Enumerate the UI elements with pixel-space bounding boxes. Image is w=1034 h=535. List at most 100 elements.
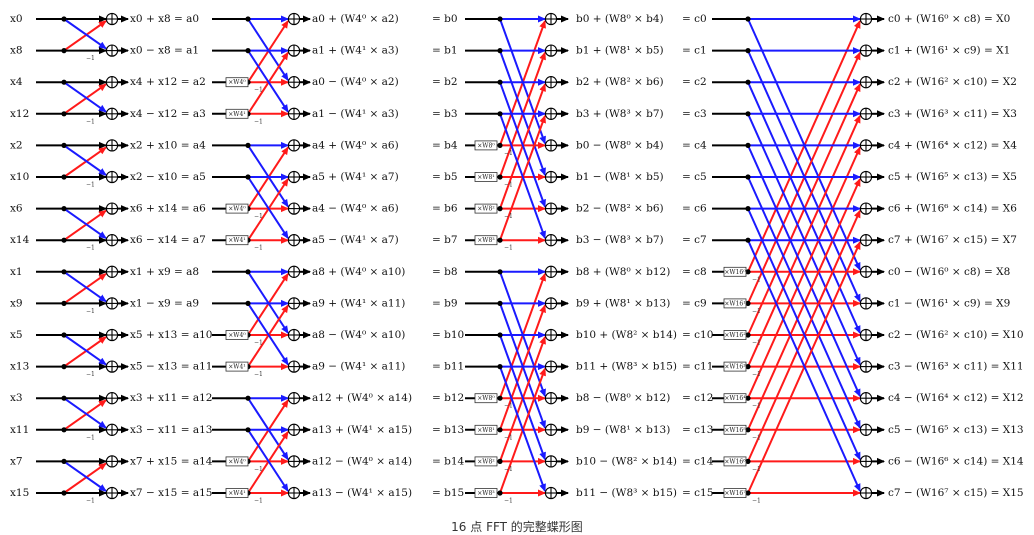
stage4-label-12: c4 − (W16⁴ × c12) = X12 bbox=[888, 392, 1024, 404]
input-label-13: x11 bbox=[10, 424, 29, 436]
stage4-neg-mark-5: −1 bbox=[752, 434, 761, 441]
stage1-neg-mark-1: −1 bbox=[86, 118, 95, 125]
stage1-label-4: x2 + x10 = a4 bbox=[130, 139, 206, 151]
stage2-node-12 bbox=[245, 395, 251, 401]
stage4-node-5 bbox=[745, 174, 751, 180]
stage4-node-11 bbox=[745, 364, 751, 370]
stage3-adder-8 bbox=[544, 265, 558, 278]
svg-text:×W4¹: ×W4¹ bbox=[228, 490, 245, 497]
stage3-adder-14 bbox=[544, 455, 558, 468]
stage4-neg-mark-7: −1 bbox=[752, 498, 761, 505]
stage1-wire-13-to-12 bbox=[63, 399, 107, 431]
stage1-node-9 bbox=[61, 300, 67, 306]
stage3-neg-mark-0: −1 bbox=[504, 150, 513, 157]
stage2-neg-mark-4: −1 bbox=[254, 340, 263, 347]
stage4-node-1 bbox=[745, 48, 751, 54]
stage3-adder-0 bbox=[544, 12, 558, 26]
svg-text:×W8¹: ×W8¹ bbox=[477, 174, 494, 181]
stage1-node-1 bbox=[61, 48, 67, 54]
stage2-label-7: a5 − (W4¹ × a7) bbox=[312, 234, 399, 246]
stage4-twiddle-14: ×W16⁶ bbox=[723, 456, 747, 467]
c-label-3: = c3 bbox=[682, 108, 707, 120]
stage4-adder-4 bbox=[859, 139, 873, 152]
stage1-wire-9-to-8 bbox=[63, 272, 107, 305]
stage4-neg-mark-3: −1 bbox=[752, 371, 761, 378]
stage3-label-7: b3 − (W8³ × b7) bbox=[576, 234, 664, 246]
stage1-adder-0 bbox=[105, 12, 119, 26]
stage3-twiddle-5: ×W8¹ bbox=[474, 172, 498, 182]
stage2-adder-0 bbox=[287, 12, 301, 26]
stage3-label-6: b2 − (W8² × b6) bbox=[576, 203, 664, 215]
stage2-twiddle-7: ×W4¹ bbox=[225, 235, 249, 246]
stage2-neg-mark-1: −1 bbox=[254, 118, 263, 125]
stage4-adder-9 bbox=[859, 297, 873, 310]
stage1-wire-1-to-0 bbox=[63, 20, 107, 52]
stage1-adder-5 bbox=[105, 170, 119, 184]
stage2-wire-3-to-1 bbox=[247, 51, 289, 115]
stage3-neg-mark-4: −1 bbox=[504, 403, 513, 410]
stage3-adder-6 bbox=[544, 202, 558, 215]
stage1-label-7: x6 − x14 = a7 bbox=[130, 234, 206, 246]
stage4-twiddle-9: ×W16¹ bbox=[723, 298, 747, 309]
stage1-label-11: x5 − x13 = a11 bbox=[130, 361, 212, 373]
stage2-wire-9-to-11 bbox=[247, 302, 289, 366]
input-label-0: x0 bbox=[10, 13, 23, 25]
svg-text:×W16²: ×W16² bbox=[724, 332, 746, 339]
svg-text:×W8³: ×W8³ bbox=[477, 490, 495, 497]
stage4-adder-8 bbox=[859, 265, 873, 278]
stage4-label-4: c4 + (W16⁴ × c12) = X4 bbox=[888, 139, 1017, 151]
stage1-wire-8-to-9 bbox=[63, 270, 107, 303]
svg-text:×W4¹: ×W4¹ bbox=[228, 111, 245, 118]
stage3-node-12 bbox=[497, 395, 503, 401]
stage1-label-12: x3 + x11 = a12 bbox=[130, 392, 212, 404]
stage1-adder-11 bbox=[105, 360, 119, 373]
stage1-node-15 bbox=[61, 490, 67, 496]
stage4-node-2 bbox=[745, 79, 751, 85]
svg-text:×W16⁰: ×W16⁰ bbox=[724, 269, 746, 276]
c-label-5: = c5 bbox=[682, 171, 707, 183]
svg-text:×W4¹: ×W4¹ bbox=[228, 364, 245, 371]
stage4-twiddle-8: ×W16⁰ bbox=[723, 266, 747, 277]
stage4-wire-5-to-13 bbox=[747, 176, 861, 429]
stage4-label-6: c6 + (W16⁶ × c14) = X6 bbox=[888, 203, 1017, 215]
svg-text:×W8⁰: ×W8⁰ bbox=[477, 395, 495, 402]
stage1-adder-8 bbox=[105, 265, 119, 278]
stage3-neg-mark-7: −1 bbox=[504, 498, 513, 505]
c-label-2: = c2 bbox=[682, 76, 707, 88]
stage1-node-10 bbox=[61, 332, 67, 338]
stage1-neg-mark-7: −1 bbox=[86, 498, 95, 505]
stage4-label-9: c1 − (W16¹ × c9) = X9 bbox=[888, 297, 1010, 309]
stage4-adder-13 bbox=[859, 423, 873, 436]
stage4-label-0: c0 + (W16⁰ × c8) = X0 bbox=[888, 13, 1010, 25]
stage2-neg-mark-6: −1 bbox=[254, 466, 263, 473]
stage2-adder-12 bbox=[287, 392, 301, 405]
stage4-adder-12 bbox=[859, 392, 873, 405]
input-label-2: x4 bbox=[10, 76, 23, 88]
c-label-14: = c14 bbox=[682, 455, 714, 467]
diagram-caption: 16 点 FFT 的完整蝶形图 bbox=[451, 520, 583, 534]
stage4-wire-7-to-15 bbox=[747, 239, 861, 492]
input-label-10: x5 bbox=[10, 329, 23, 341]
svg-text:×W16⁴: ×W16⁴ bbox=[724, 395, 746, 402]
stage1-wire-4-to-5 bbox=[63, 144, 107, 176]
stage3-adder-5 bbox=[544, 170, 558, 184]
stage2-twiddle-2: ×W4⁰ bbox=[225, 77, 249, 88]
svg-text:×W8⁰: ×W8⁰ bbox=[477, 142, 495, 149]
stage3-adder-7 bbox=[544, 234, 558, 247]
input-label-8: x1 bbox=[10, 266, 23, 278]
stage3-label-3: b3 + (W8³ × b7) bbox=[576, 108, 664, 120]
svg-text:×W8²: ×W8² bbox=[477, 458, 495, 465]
stage1-neg-mark-3: −1 bbox=[86, 245, 95, 252]
stage2-node-0 bbox=[245, 16, 251, 22]
stage1-node-4 bbox=[61, 142, 67, 148]
stage4-adder-11 bbox=[859, 360, 873, 373]
stage1-adder-6 bbox=[105, 202, 119, 215]
stage3-neg-mark-5: −1 bbox=[504, 434, 513, 441]
stage3-label-4: b0 − (W8⁰ × b4) bbox=[576, 139, 664, 151]
stage3-node-3 bbox=[497, 111, 503, 117]
stage3-adder-3 bbox=[544, 107, 558, 120]
stage3-label-9: b9 + (W8¹ × b13) bbox=[576, 297, 670, 309]
stage1-neg-mark-6: −1 bbox=[86, 434, 95, 441]
stage1-wire-15-to-14 bbox=[63, 462, 107, 494]
stage2-adder-10 bbox=[287, 328, 301, 342]
